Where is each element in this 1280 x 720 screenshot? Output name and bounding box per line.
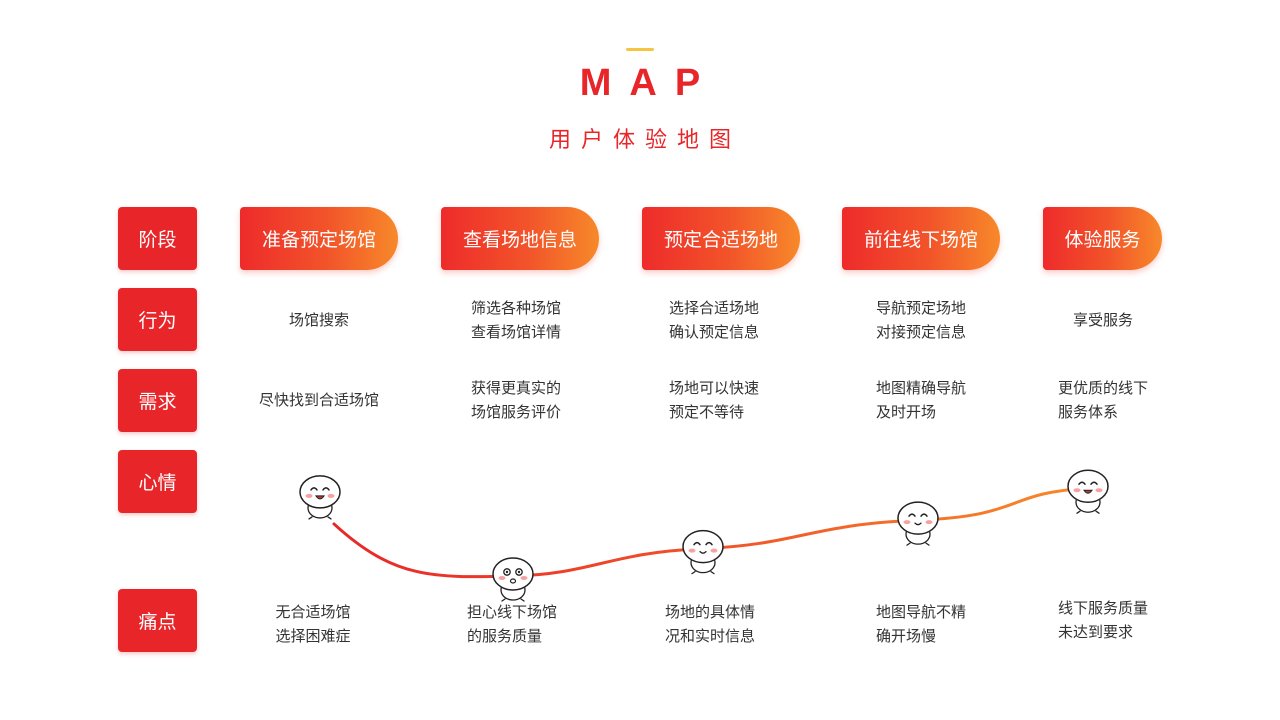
stage-pill-3: 预定合适场地 bbox=[642, 207, 800, 270]
row-label-behavior: 行为 bbox=[118, 288, 197, 351]
row-label-mood: 心情 bbox=[118, 450, 197, 513]
behavior-cell-1: 场馆搜索 bbox=[288, 310, 349, 329]
row-label-pain: 痛点 bbox=[118, 589, 197, 652]
stage-pill-4: 前往线下场馆 bbox=[842, 207, 1000, 270]
pain-cell-2: 担心线下场馆 的服务质量 bbox=[466, 602, 557, 645]
bun-face-icon bbox=[1067, 469, 1109, 514]
row-label-need: 需求 bbox=[118, 369, 197, 432]
pain-cell-1: 无合适场馆 选择困难症 bbox=[275, 602, 351, 645]
stage-pill-1: 准备预定场馆 bbox=[240, 207, 398, 270]
need-cell-5: 更优质的线下 服务体系 bbox=[1057, 378, 1148, 421]
pain-cell-3: 场地的具体情 况和实时信息 bbox=[664, 602, 755, 645]
page-title: MAP bbox=[579, 62, 719, 104]
behavior-cell-4: 导航预定场地 对接预定信息 bbox=[875, 298, 966, 341]
page-subtitle: 用户体验地图 bbox=[548, 128, 741, 153]
bun-face-icon bbox=[682, 529, 724, 575]
pain-cell-4: 地图导航不精 确开场慢 bbox=[875, 602, 966, 645]
need-cell-1: 尽快找到合适场馆 bbox=[258, 390, 379, 409]
row-label-stage: 阶段 bbox=[118, 207, 197, 270]
bun-face-icon bbox=[897, 501, 939, 546]
stage-pill-2: 查看场地信息 bbox=[441, 207, 599, 270]
title-accent-bar bbox=[626, 48, 654, 51]
behavior-cell-3: 选择合适场地 确认预定信息 bbox=[668, 298, 759, 341]
behavior-cell-2: 筛选各种场馆 查看场馆详情 bbox=[470, 298, 561, 341]
bun-face-icon bbox=[492, 557, 534, 602]
pain-cell-5: 线下服务质量 未达到要求 bbox=[1057, 598, 1148, 641]
behavior-cell-5: 享受服务 bbox=[1072, 310, 1133, 329]
bun-face-icon bbox=[299, 475, 341, 520]
need-cell-4: 地图精确导航 及时开场 bbox=[875, 378, 966, 421]
stage-pill-5: 体验服务 bbox=[1043, 207, 1162, 270]
need-cell-2: 获得更真实的 场馆服务评价 bbox=[470, 378, 561, 421]
need-cell-3: 场地可以快速 预定不等待 bbox=[668, 378, 759, 421]
